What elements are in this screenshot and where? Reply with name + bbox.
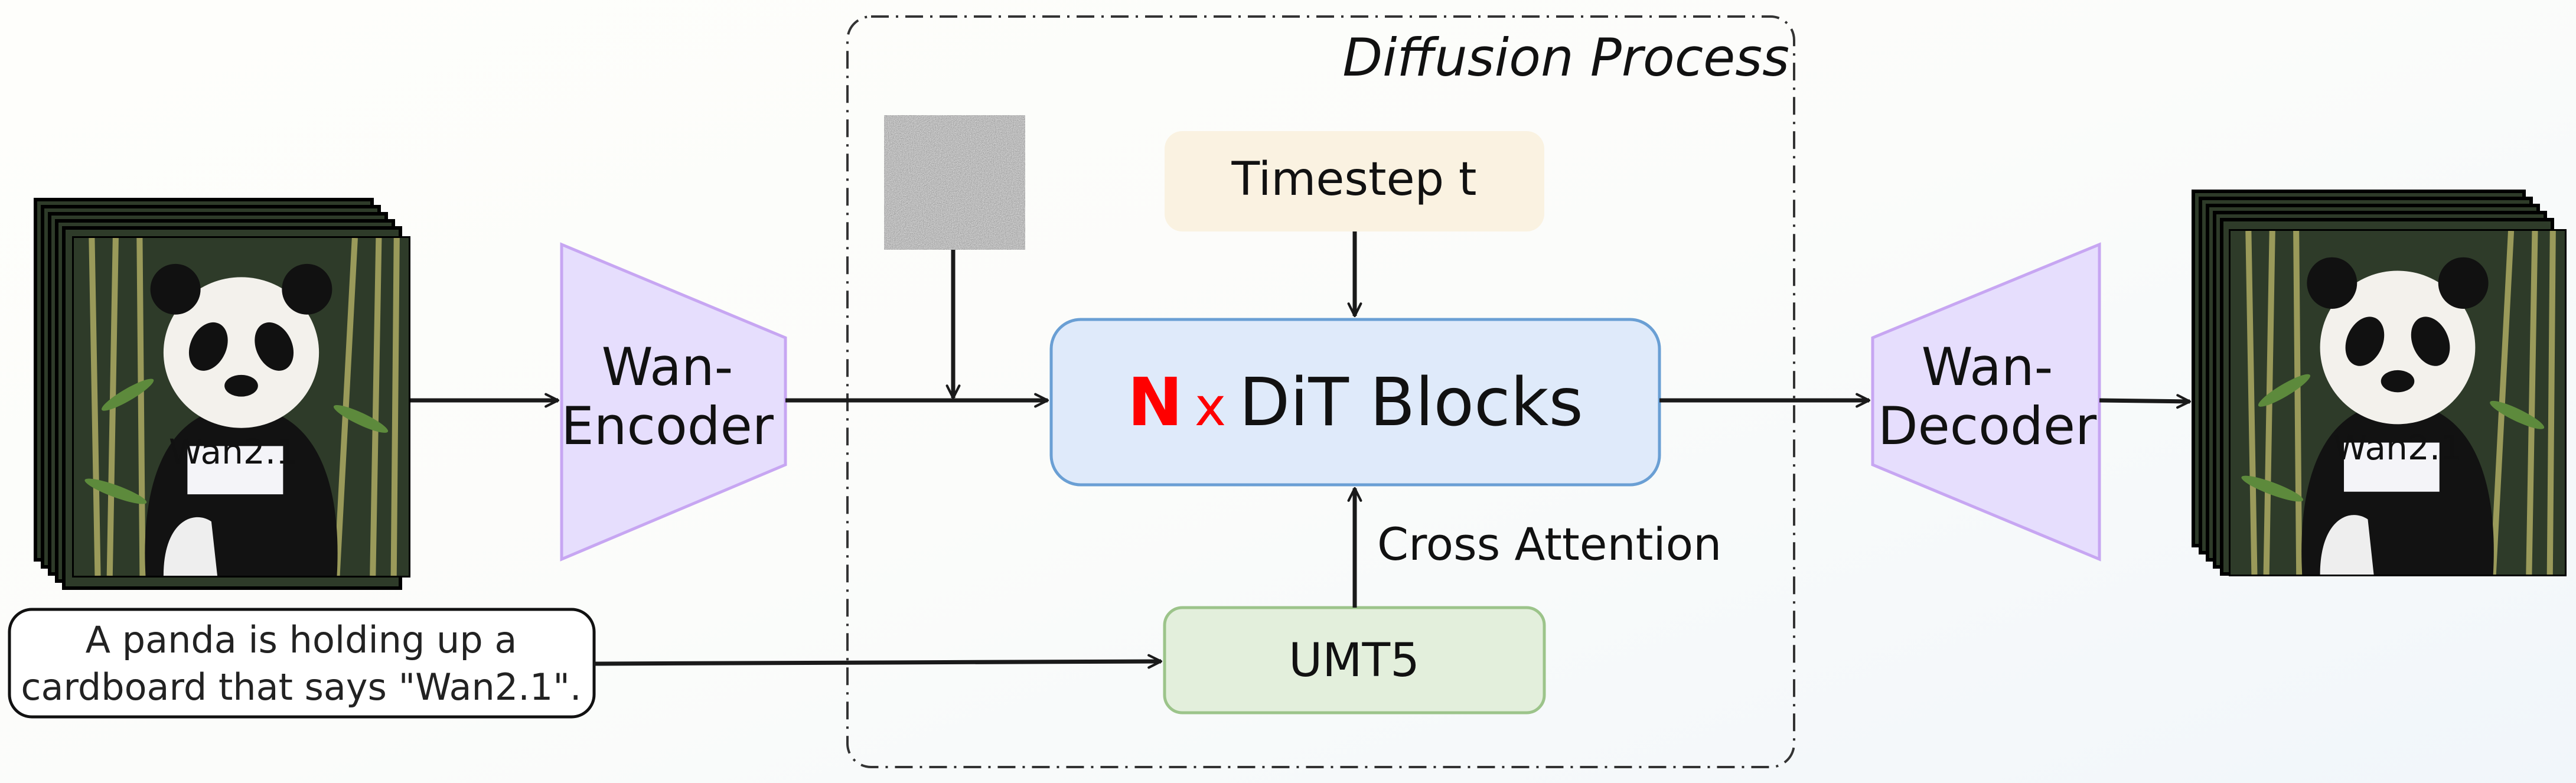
- arrow-prompt-to-umt5: [594, 654, 1163, 669]
- timestep-block: [1165, 131, 1544, 231]
- dit-n: N: [1127, 364, 1183, 441]
- decoder-label-line1: Wan-: [1922, 337, 2053, 397]
- dit-times: x: [1195, 376, 1226, 438]
- encoder-label-line2: Encoder: [561, 396, 774, 456]
- arrow-decoder-to-video: [2099, 394, 2192, 409]
- output-video-frames: Wan2.1: [2192, 190, 2567, 576]
- cross-attention-label: Cross Attention: [1377, 518, 1721, 570]
- noise-latent-image: [884, 115, 1025, 250]
- prompt-line1: A panda is holding up a: [86, 618, 517, 661]
- diffusion-process-label: Diffusion Process: [1342, 27, 1789, 88]
- output-sign-text: Wan2.1: [2333, 428, 2462, 468]
- input-sign-text: Wan2.1: [169, 432, 298, 472]
- wan-decoder-block: [1871, 242, 2101, 562]
- timestep-label: Timestep t: [1231, 153, 1477, 206]
- input-video-frames: Wan2.1: [34, 198, 410, 590]
- dit-blocks-label: DiT Blocks: [1239, 364, 1583, 441]
- wan-encoder-block: [560, 242, 787, 562]
- umt5-label: UMT5: [1289, 634, 1420, 687]
- encoder-label-line1: Wan-: [602, 337, 733, 397]
- decoder-label-line2: Decoder: [1878, 396, 2097, 456]
- prompt-line2: cardboard that says "Wan2.1".: [21, 665, 581, 709]
- diffusion-process-container: [846, 15, 1795, 768]
